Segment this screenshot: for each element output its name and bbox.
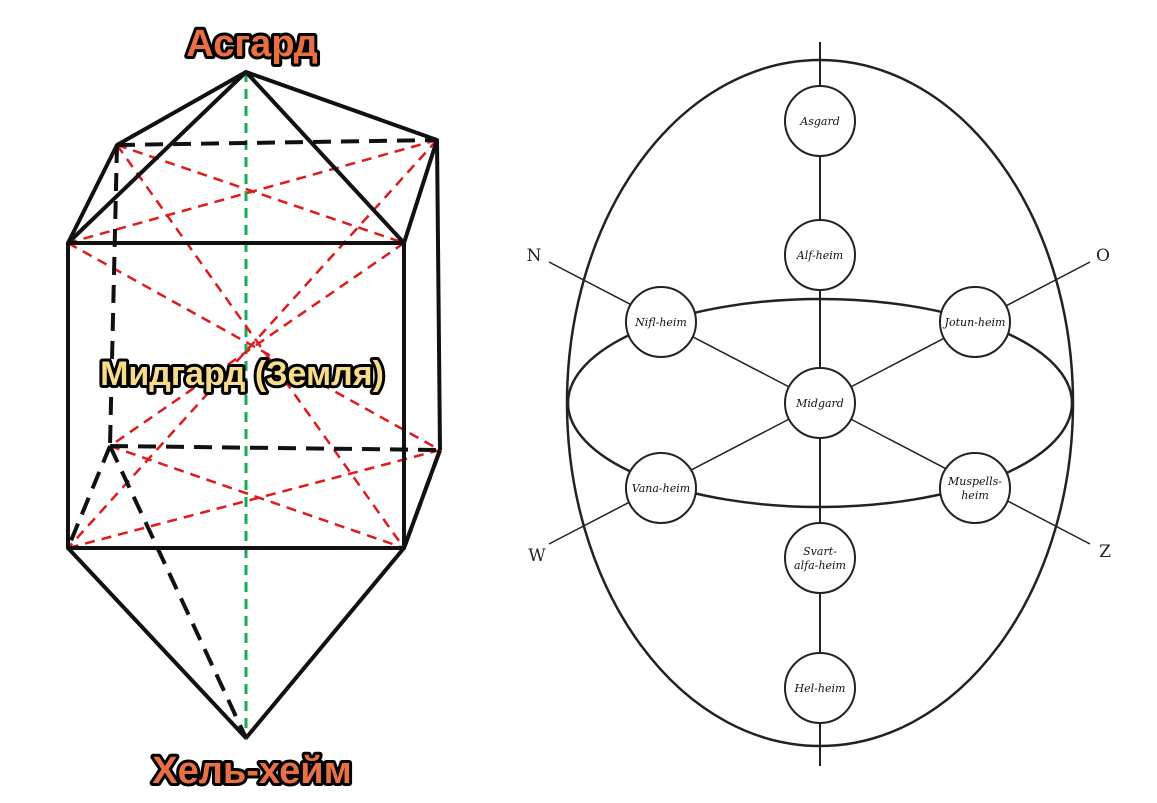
node-label: Midgard xyxy=(795,397,844,410)
direction-z: Z xyxy=(1099,542,1111,562)
node-helheim: Hel-heim xyxy=(784,652,856,724)
node-label: Muspells- xyxy=(947,475,1002,488)
left-polyhedron: Асгард Мидгард (Земля) Хель-хейм xyxy=(66,20,442,795)
node-midgard: Midgard xyxy=(784,367,856,439)
node-circle xyxy=(625,452,697,524)
hidden-edges xyxy=(66,138,442,739)
node-label: Hel-heim xyxy=(794,682,846,695)
node-svartalfaheim: Svart-alfa-heim xyxy=(784,522,856,594)
node-jotunheim: Jotun-heim xyxy=(939,286,1011,358)
direction-w: W xyxy=(528,546,546,566)
node-alfheim: Alf-heim xyxy=(784,219,856,291)
red-diagonals xyxy=(67,138,441,550)
node-circle xyxy=(784,367,856,439)
node-label: alfa-heim xyxy=(794,559,846,572)
node-niflheim: Nifl-heim xyxy=(625,286,697,358)
helheim-label: Хель-хейм xyxy=(152,750,351,792)
node-label: Jotun-heim xyxy=(943,316,1006,329)
node-asgard: Asgard xyxy=(784,85,856,157)
node-vanaheim: Vana-heim xyxy=(625,452,697,524)
direction-o: O xyxy=(1096,246,1110,266)
node-circle xyxy=(939,452,1011,524)
node-muspellsheim: Muspells-heim xyxy=(939,452,1011,524)
midgard-label: Мидгард (Земля) xyxy=(100,355,384,393)
visible-edges xyxy=(66,70,442,740)
node-label: Vana-heim xyxy=(632,482,690,495)
node-label: Asgard xyxy=(799,115,840,128)
node-circle xyxy=(784,652,856,724)
node-circle xyxy=(784,219,856,291)
node-label: Svart- xyxy=(803,545,837,558)
node-label: Alf-heim xyxy=(796,249,843,262)
node-circle xyxy=(784,85,856,157)
node-circle xyxy=(784,522,856,594)
asgard-label: Асгард xyxy=(186,23,317,65)
direction-n: N xyxy=(527,246,542,266)
node-label: Nifl-heim xyxy=(634,316,687,329)
node-label: heim xyxy=(961,489,989,502)
node-circle xyxy=(939,286,1011,358)
node-circle xyxy=(625,286,697,358)
